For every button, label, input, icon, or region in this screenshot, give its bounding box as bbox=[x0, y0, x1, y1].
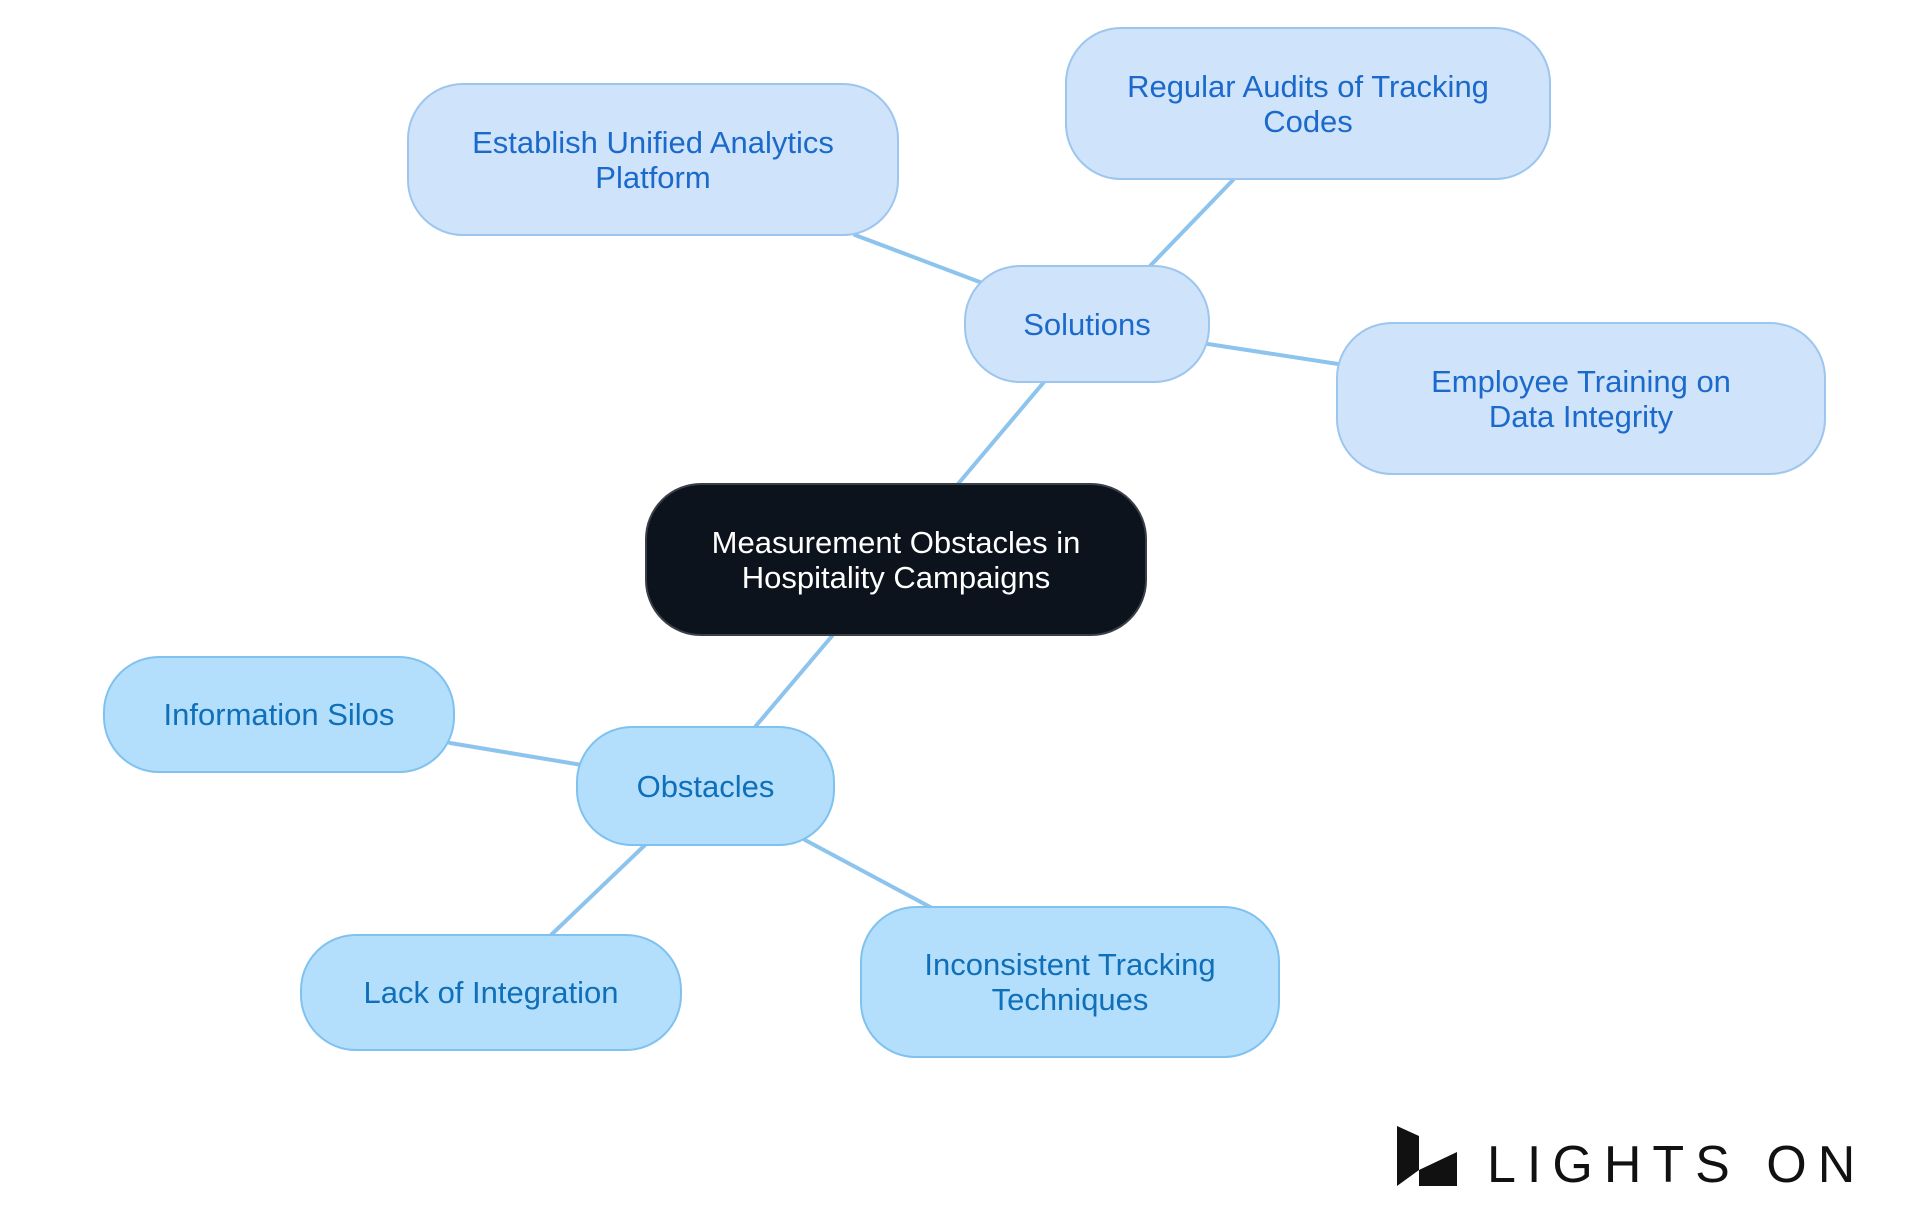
leaf-node-employee-training[interactable]: Employee Training on Data Integrity bbox=[1336, 322, 1826, 475]
leaf-label: Inconsistent Tracking Techniques bbox=[924, 947, 1216, 1017]
logo-text: LIGHTS ON bbox=[1487, 1136, 1867, 1194]
leaf-node-regular-audits[interactable]: Regular Audits of Tracking Codes bbox=[1065, 27, 1551, 180]
branch-node-solutions[interactable]: Solutions bbox=[964, 265, 1210, 383]
leaf-node-information-silos[interactable]: Information Silos bbox=[103, 656, 455, 773]
branch-label: Obstacles bbox=[636, 768, 775, 804]
leaf-label: Lack of Integration bbox=[363, 975, 619, 1010]
leaf-label: Regular Audits of Tracking Codes bbox=[1127, 68, 1489, 139]
leaf-label: Information Silos bbox=[163, 697, 395, 732]
lights-on-logo-icon bbox=[1397, 1126, 1457, 1186]
leaf-node-lack-of-integration[interactable]: Lack of Integration bbox=[300, 934, 682, 1051]
root-node[interactable]: Measurement Obstacles in Hospitality Cam… bbox=[645, 483, 1147, 636]
leaf-label: Establish Unified Analytics Platform bbox=[472, 124, 834, 195]
leaf-label: Employee Training on Data Integrity bbox=[1431, 363, 1731, 434]
branch-node-obstacles[interactable]: Obstacles bbox=[576, 726, 835, 846]
branch-label: Solutions bbox=[1023, 306, 1151, 342]
leaf-node-inconsistent-tracking[interactable]: Inconsistent Tracking Techniques bbox=[860, 906, 1280, 1058]
leaf-node-unified-analytics[interactable]: Establish Unified Analytics Platform bbox=[407, 83, 899, 236]
root-label: Measurement Obstacles in Hospitality Cam… bbox=[711, 524, 1081, 595]
lights-on-logo: LIGHTS ON bbox=[1397, 1126, 1867, 1194]
